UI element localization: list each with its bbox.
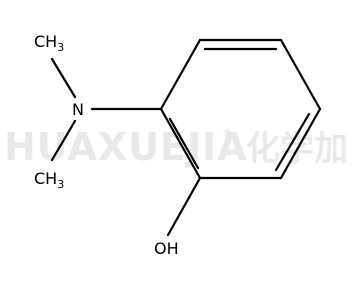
nitrogen-label: N (72, 100, 84, 119)
ring-double-bond-left (168, 117, 200, 170)
methyl-top-label: CH3 (34, 32, 64, 54)
ring-bond-upper-right (279, 38, 322, 111)
substituent-bonds (50, 57, 202, 237)
ring-bond-upper-left (159, 38, 202, 111)
methyl-bottom-label: CH3 (34, 169, 64, 191)
bond-nitrogen-to-top-methyl (50, 57, 77, 99)
watermark-registered-mark: ® (222, 126, 233, 139)
atom-labels: CH3 N CH3 OH (34, 32, 179, 258)
watermark-brand: HUAXUEJIA (4, 125, 248, 169)
benzene-ring (159, 38, 322, 180)
bond-ring-to-hydroxyl (166, 176, 202, 237)
ring-double-bond-right (274, 112, 311, 172)
ring-bond-lower-left (159, 107, 202, 180)
bond-nitrogen-to-bottom-methyl (50, 119, 77, 162)
hydroxyl-label: OH (154, 239, 179, 258)
ring-bond-lower-right (279, 107, 322, 180)
